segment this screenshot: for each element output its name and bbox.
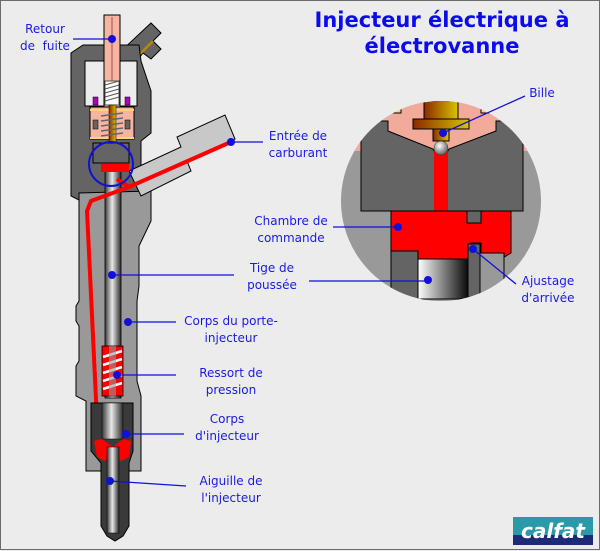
- label-aiguille-injecteur: Aiguille de l'injecteur: [199, 474, 263, 505]
- label-corps-injecteur: Corps d'injecteur: [195, 412, 259, 443]
- injector-body: [70, 14, 236, 542]
- label-tige-poussee: Tige de poussée: [247, 261, 297, 292]
- label-entree-carburant: Entrée de carburant: [268, 129, 328, 160]
- needle: [106, 446, 120, 534]
- logo-top-band: [513, 517, 593, 535]
- diagram-title: Injecteur électrique à électrovanne: [283, 7, 600, 59]
- pressure-spring: [101, 345, 124, 397]
- label-chambre-commande: Chambre de commande: [254, 214, 328, 245]
- leader-lines: [73, 35, 526, 487]
- logo-bottom-band: [513, 535, 593, 545]
- label-ressort-pression: Ressort de pression: [199, 366, 263, 397]
- label-ajustage-arrivee: Ajustage d'arrivée: [521, 274, 575, 305]
- solenoid-spring: [104, 80, 120, 106]
- magnifier-circle: [88, 141, 134, 187]
- ball: [433, 140, 449, 156]
- zoom-detail: [341, 101, 541, 301]
- title-line-2: électrovanne: [364, 34, 520, 58]
- label-corps-porte-injecteur: Corps du porte- injecteur: [184, 314, 278, 345]
- label-retour-fuite: Retour de fuite: [20, 22, 70, 53]
- control-channel: [434, 151, 448, 213]
- label-bille: Bille: [529, 86, 555, 100]
- logo-text: calfat: [521, 519, 586, 543]
- calfat-logo: calfat: [513, 517, 593, 545]
- title-line-1: Injecteur électrique à: [314, 8, 570, 32]
